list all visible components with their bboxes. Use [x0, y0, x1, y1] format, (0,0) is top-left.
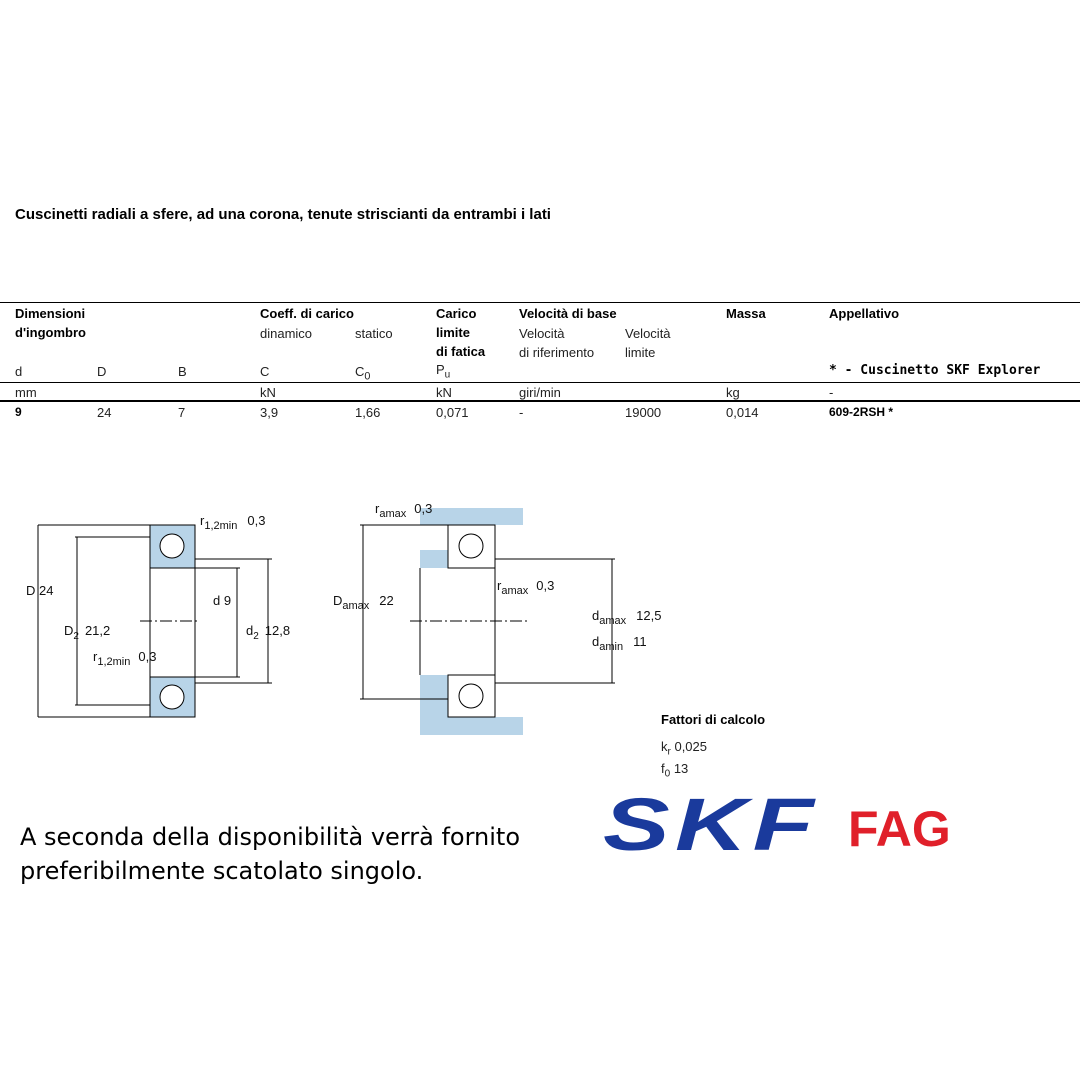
cell-B: 7 [178, 405, 186, 420]
cell-d: 9 [15, 405, 22, 419]
unit-kn: kN [436, 385, 452, 400]
cell-C: 3,9 [260, 405, 279, 420]
unit-speed: giri/min [519, 385, 561, 400]
header-carico: Carico [436, 306, 477, 321]
header-limite: limite [436, 325, 470, 340]
symbol-c0-sub: 0 [364, 370, 371, 383]
skf-logo: SKF [603, 783, 819, 866]
symbol-d: d [15, 364, 23, 379]
cell-lim-speed: 19000 [625, 405, 662, 420]
symbol-pu-sub: u [444, 369, 451, 381]
kr-sub: r [667, 746, 671, 758]
symbol-c0-base: C [355, 364, 365, 379]
divider [0, 400, 1080, 402]
kr-symbol: k [661, 739, 668, 754]
fag-logo: FAG [848, 801, 951, 857]
symbol-Pu: Pu [436, 362, 450, 381]
label-d: d 9 [213, 593, 231, 608]
kr-value: 0,025 [674, 739, 708, 754]
availability-note-1: A seconda della disponibilità verrà forn… [20, 823, 521, 851]
symbol-pu-base: P [436, 362, 445, 377]
factors-title: Fattori di calcolo [661, 712, 766, 727]
bearing-ring-top [149, 524, 196, 569]
cell-D: 24 [97, 405, 112, 420]
f0-sub: 0 [664, 768, 671, 780]
factor-f0: f0 13 [661, 761, 688, 780]
cell-mass: 0,014 [726, 405, 759, 420]
header-coeff: Coeff. di carico [260, 306, 354, 321]
f0-symbol: f [661, 761, 665, 776]
unit-mm: mm [15, 385, 37, 400]
symbol-D: D [97, 364, 107, 379]
cell-Pu: 0,071 [436, 405, 469, 420]
unit-kg: kg [726, 385, 740, 400]
header-velocita: Velocità di base [519, 306, 617, 321]
symbol-B: B [178, 364, 187, 379]
factor-kr: kr 0,025 [661, 739, 707, 758]
header-massa: Massa [726, 306, 766, 321]
unit-kn: kN [260, 385, 276, 400]
header-vel-rif-2: di riferimento [519, 345, 595, 360]
symbol-C0: C0 [355, 364, 370, 383]
header-dimensioni: Dimensioni [15, 306, 86, 321]
availability-note-2: preferibilmente scatolato singolo. [20, 857, 424, 885]
header-vel-lim-2: limite [625, 345, 656, 360]
header-statico: statico [355, 326, 393, 341]
header-dinamico: dinamico [260, 326, 313, 341]
f0-value: 13 [673, 761, 689, 776]
page-title: Cuscinetti radiali a sfere, ad una coron… [15, 206, 551, 223]
label-D: D 24 [26, 583, 53, 598]
header-vel-lim-1: Velocità [625, 326, 671, 341]
cell-C0: 1,66 [355, 405, 381, 420]
symbol-C: C [260, 364, 270, 379]
cell-ref-speed: - [519, 405, 524, 420]
divider [0, 302, 1080, 303]
explorer-note: * - Cuscinetto SKF Explorer [829, 363, 1041, 378]
header-fatica: di fatica [436, 344, 486, 359]
header-appellativo: Appellativo [829, 306, 900, 321]
header-ingombro: d'ingombro [15, 325, 86, 340]
header-vel-rif-1: Velocità [519, 326, 565, 341]
divider [0, 382, 1080, 383]
unit-dash: - [829, 385, 834, 400]
cell-designation: 609-2RSH * [829, 405, 894, 419]
